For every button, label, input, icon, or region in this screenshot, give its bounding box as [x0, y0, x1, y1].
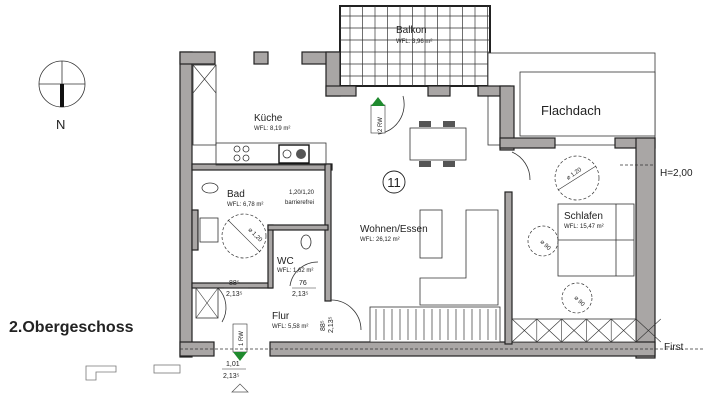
bad-door-height: 2,13⁵: [226, 291, 243, 298]
bad-name: Bad: [227, 189, 245, 200]
escape-route-2-label: 2 RW: [378, 117, 384, 132]
bad-area: WFL: 6,78 m²: [227, 202, 263, 208]
height-note: H=2,00: [660, 168, 693, 179]
turning-circle-label-small: ⌀ 90: [539, 239, 552, 252]
wohnen-area: WFL: 26,12 m²: [360, 237, 400, 243]
balcony-deck: [339, 5, 491, 87]
wohnen-door-height: 2,13⁵: [328, 316, 335, 333]
escape-route-1-arrow-icon: [232, 323, 248, 361]
outline-fragment-2: [153, 364, 181, 374]
balkon-area: WFL: 3,96 m²: [396, 39, 432, 45]
wohnen-door-width: 88⁵: [320, 320, 327, 331]
wohnen-name: Wohnen/Essen: [360, 224, 428, 235]
flur-area: WFL: 5,58 m²: [272, 324, 308, 330]
kueche-name: Küche: [254, 113, 283, 124]
wc-door-height: 2,13⁵: [292, 291, 309, 298]
balkon-name: Balkon: [396, 25, 427, 36]
kueche-area: WFL: 8,19 m²: [254, 126, 290, 132]
compass-label: N: [56, 117, 65, 132]
schlafen-name: Schlafen: [564, 211, 603, 222]
dining-table: [409, 121, 467, 167]
flur-name: Flur: [272, 311, 290, 322]
outline-fragment: [85, 365, 117, 381]
staircase: [369, 306, 501, 343]
ridge-label: First: [664, 342, 684, 353]
entry-door-height: 2,13⁵: [223, 373, 240, 380]
turning-circles: [221, 155, 600, 314]
unit-number-circle: [382, 170, 406, 194]
wardrobe: [511, 318, 662, 343]
wc-area: WFL: 1,62 m²: [277, 268, 313, 274]
flat-roof: [487, 52, 656, 146]
bad-shower-size: 1,20/1,20: [289, 190, 315, 196]
wc-door-width: 76: [299, 280, 307, 287]
north-compass-icon: [38, 60, 86, 108]
escape-route-2-arrow-icon: [370, 97, 386, 134]
floor-title: 2.Obergeschoss: [9, 319, 134, 336]
toilets: [199, 182, 312, 250]
entry-triangle-icon: [231, 383, 249, 393]
bad-accessible-note: barrierefrei: [285, 200, 314, 206]
turning-circle-label-small-2: ⌀ 90: [573, 295, 586, 308]
flachdach-name: Flachdach: [541, 103, 601, 118]
unit-number: 11: [387, 175, 401, 190]
shower: [195, 287, 219, 319]
bad-door-width: 88⁵: [229, 280, 240, 287]
sofa: [419, 209, 499, 306]
schlafen-area: WFL: 15,47 m²: [564, 224, 604, 230]
wc-name: WC: [277, 256, 294, 267]
kitchen-counter: [192, 64, 327, 166]
escape-route-1-label: 1 RW: [239, 331, 245, 346]
entry-door-width: 1,01: [226, 361, 240, 368]
